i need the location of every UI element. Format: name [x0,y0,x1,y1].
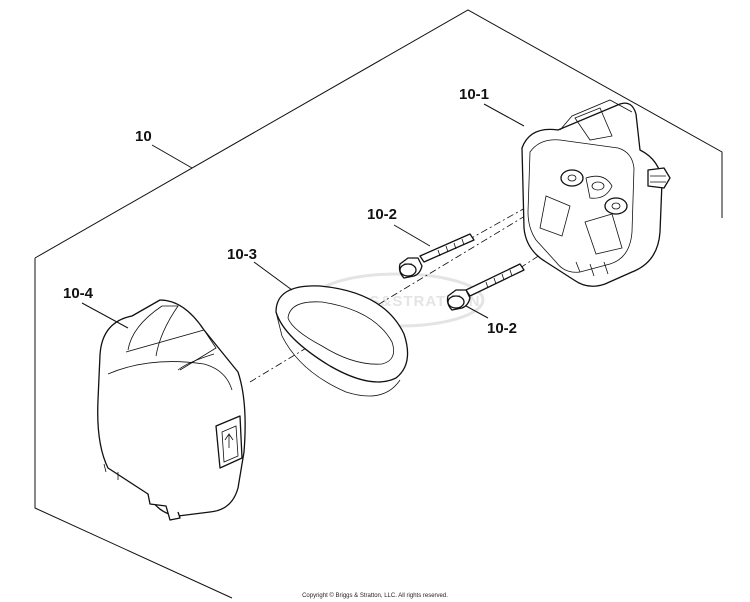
screw-lower [446,263,525,311]
air-cleaner-base [521,99,671,287]
callout-base: 10-1 [459,86,489,103]
leader-screw-upper [393,224,431,247]
kit-outline [34,9,723,599]
leader-base [483,103,525,127]
leader-screw-lower [465,305,489,319]
leader-cover [81,302,129,329]
callout-filter: 10-3 [227,246,257,263]
callout-kit: 10 [135,128,152,145]
screw-upper [398,233,475,279]
leader-kit [151,144,193,169]
leader-lines [81,103,525,329]
foam-filter [275,285,409,397]
callout-screw-lower: 10-2 [487,320,517,337]
air-cleaner-cover [97,299,246,521]
leader-filter [253,261,293,291]
callout-cover: 10-4 [63,285,94,302]
copyright-notice: Copyright © Briggs & Stratton, LLC. All … [302,592,448,599]
callout-screw-upper: 10-2 [367,206,397,223]
